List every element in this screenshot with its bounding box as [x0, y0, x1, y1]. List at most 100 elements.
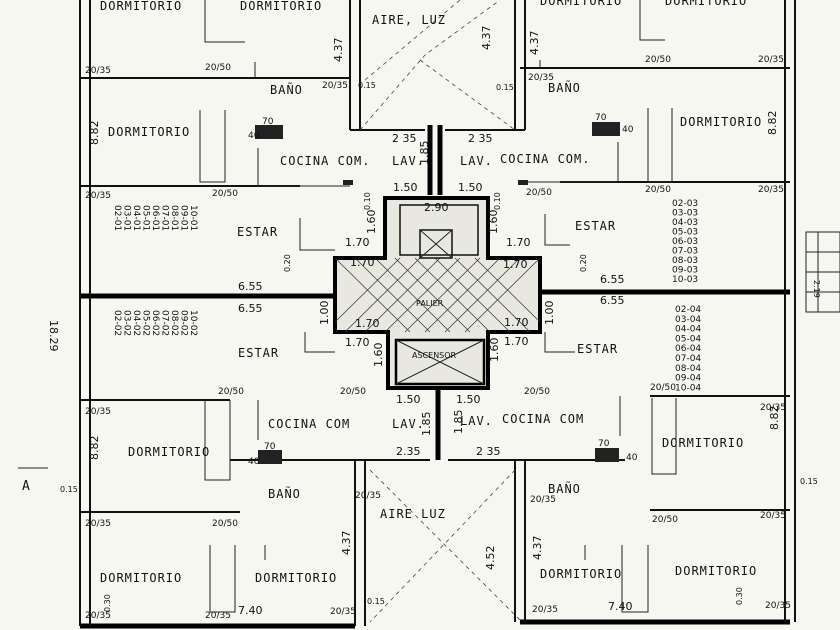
- dim-2035-h: 20/35: [760, 403, 786, 413]
- dim-185-top: 1.85: [418, 141, 431, 166]
- dim-020-b: 0.20: [579, 254, 588, 272]
- unit-number: 02-03: [672, 199, 698, 209]
- dim-2035-k: 20/35: [530, 495, 556, 505]
- unit-number: 07-01: [160, 205, 170, 231]
- dim-160-bl: 1.60: [372, 343, 385, 368]
- unit-number: 09-04: [675, 374, 701, 384]
- dim-2035-a: 20/35: [85, 66, 111, 76]
- dim-437-bl: 4.37: [340, 531, 353, 556]
- room-bano-br: BAÑO: [548, 481, 581, 496]
- dim-170-d: 1.70: [503, 258, 528, 271]
- dim-015-c: 0.15: [496, 83, 514, 92]
- unit-number: 10-03: [672, 275, 698, 285]
- dim-170-h: 1.70: [504, 335, 529, 348]
- dim-170-c: 1.70: [350, 256, 375, 269]
- dim-290: 2.90: [424, 201, 449, 214]
- room-dormitorio-l3: DORMITORIO: [128, 445, 210, 459]
- dim-170-g: 1.70: [345, 336, 370, 349]
- dim-882-bl: 8.82: [88, 436, 101, 461]
- dim-655-br: 6.55: [600, 294, 625, 307]
- dim-219: 2.19: [812, 280, 821, 298]
- dim-010-b: 0.10: [493, 192, 502, 210]
- unit-number: 02-04: [675, 305, 701, 315]
- unit-number: 02-01: [112, 205, 122, 231]
- dim-437-br: 4.37: [531, 536, 544, 561]
- ascensor-label: ASCENSOR: [412, 351, 457, 360]
- dim-170-e: 1.70: [355, 317, 380, 330]
- unit-number: 10-04: [675, 383, 701, 393]
- dim-160-br: 1.60: [488, 338, 501, 363]
- dim-170-a: 1.70: [345, 236, 370, 249]
- dim-2035-e: 20/35: [85, 191, 111, 201]
- fixtures: [255, 122, 620, 464]
- dim-235-br: 2 35: [476, 445, 501, 458]
- room-dormitorio-r3: DORMITORIO: [662, 436, 744, 450]
- room-lav-tl: LAV.: [392, 154, 425, 168]
- dim-015-e: 0.15: [800, 477, 818, 486]
- dim-2035-p: 20/35: [532, 605, 558, 615]
- room-estar-bl: ESTAR: [238, 346, 279, 360]
- dim-40-a: 40: [248, 131, 260, 141]
- unit-number: 07-02: [160, 310, 170, 336]
- unit-number: 05-02: [141, 310, 151, 336]
- dim-100-l: 1.00: [318, 301, 331, 326]
- dim-2035-m: 20/35: [85, 611, 111, 621]
- unit-number: 10-01: [188, 205, 198, 231]
- dim-740-bl: 7.40: [238, 604, 263, 617]
- unit-number: 06-02: [150, 310, 160, 336]
- room-estar-tr: ESTAR: [575, 219, 616, 233]
- unit-number: 09-03: [672, 266, 698, 276]
- dim-2035-f: 20/35: [758, 185, 784, 195]
- unit-number: 07-04: [675, 354, 701, 364]
- room-dormitorio-br1: DORMITORIO: [540, 567, 622, 581]
- dim-2035-o: 20/35: [330, 607, 356, 617]
- room-bano-tr: BAÑO: [548, 80, 581, 95]
- dim-70-a: 70: [262, 117, 274, 127]
- unit-number: 10-02: [188, 310, 198, 336]
- dim-030-a: 0.30: [103, 594, 112, 612]
- dim-015-b: 0.15: [358, 81, 376, 90]
- unit-number: 08-04: [675, 364, 701, 374]
- dim-100-r: 1.00: [543, 301, 556, 326]
- room-dormitorio-l2: DORMITORIO: [108, 125, 190, 139]
- room-labels: DORMITORIO DORMITORIO DORMITORIO DORMITO…: [100, 0, 762, 585]
- room-estar-br: ESTAR: [577, 342, 618, 356]
- dim-2035-c: 20/35: [528, 73, 554, 83]
- dim-2050-j: 20/50: [212, 519, 238, 529]
- dim-160-tl: 1.60: [365, 210, 378, 235]
- room-lav-br: LAV.: [460, 414, 493, 428]
- unit-number: 03-01: [122, 205, 132, 231]
- dim-2035-b: 20/35: [322, 81, 348, 91]
- unit-number: 05-03: [672, 228, 698, 238]
- room-bano-tl: BAÑO: [270, 82, 303, 97]
- unit-number: 03-03: [672, 209, 698, 219]
- unit-number: 06-04: [675, 344, 701, 354]
- dim-40-b: 40: [622, 125, 634, 135]
- dim-150-tr: 1.50: [458, 181, 483, 194]
- dim-150-tl: 1.50: [393, 181, 418, 194]
- dim-437-tl: 4.37: [332, 38, 345, 63]
- dim-437-tr: 4.37: [528, 31, 541, 56]
- room-dormitorio-br2: DORMITORIO: [675, 564, 757, 578]
- unit-number: 03-02: [122, 310, 132, 336]
- room-cocina-tr: COCINA COM.: [500, 152, 590, 166]
- dim-2050-b: 20/50: [645, 55, 671, 65]
- dim-170-f: 1.70: [504, 316, 529, 329]
- dim-452: 4.52: [484, 546, 497, 571]
- unit-number: 08-02: [169, 310, 179, 336]
- room-dormitorio-r2: DORMITORIO: [680, 115, 762, 129]
- dim-2035-q: 20/35: [765, 601, 791, 611]
- unit-number: 05-04: [675, 334, 701, 344]
- dim-40-c: 40: [248, 457, 260, 467]
- dim-2035-l: 20/35: [760, 511, 786, 521]
- dim-235-tl: 2 35: [392, 132, 417, 145]
- dim-2035-i: 20/35: [85, 519, 111, 529]
- room-cocina-br: COCINA COM: [502, 412, 584, 426]
- dim-2035-d: 20/35: [758, 55, 784, 65]
- walls: [79, 0, 796, 629]
- palier-label: PALIER: [416, 299, 444, 308]
- dim-235-bl: 2.35: [396, 445, 421, 458]
- room-dormitorio-tl1: DORMITORIO: [100, 0, 182, 13]
- dim-882-tr: 8.82: [766, 111, 779, 136]
